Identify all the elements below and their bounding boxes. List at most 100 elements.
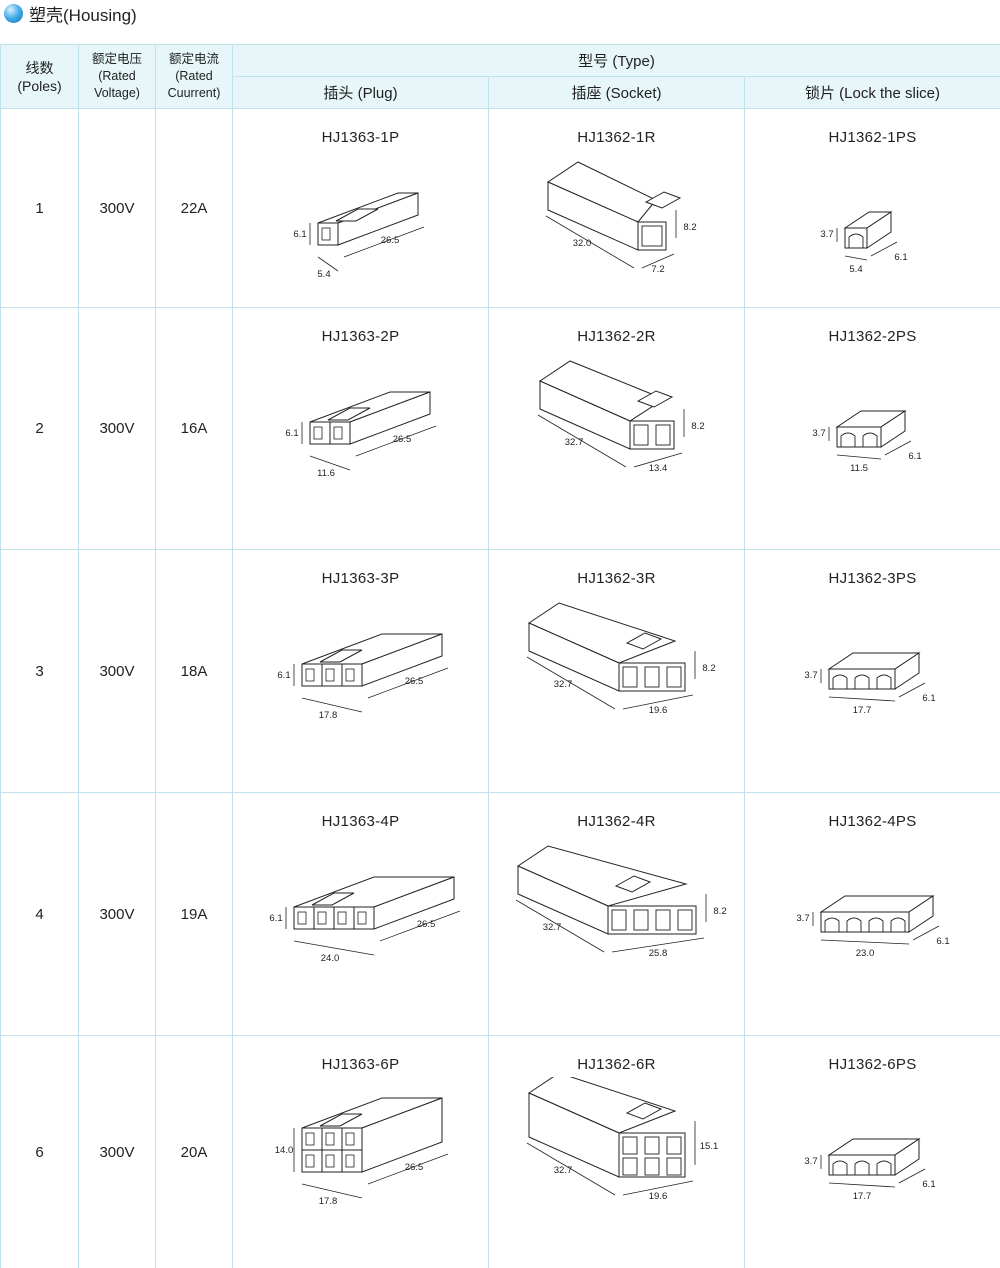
length-dimension-label: 32.7 [542,922,561,933]
plug-terminal-slot [345,1154,354,1168]
lock-slot [876,674,891,689]
lock-slot [890,917,905,932]
lock-slot [862,432,877,447]
plug-terminal-slot [345,668,354,682]
socket-front-face [618,662,685,692]
plug-terminal-slot [305,1154,314,1168]
height-dimension-label: 14.0 [274,1145,293,1156]
lock-slot [840,432,855,447]
height-dimension-label: 8.2 [702,663,715,674]
socket-cavity [666,1157,681,1176]
lock-slot [832,674,847,689]
plug-cavity [353,906,374,930]
length-dimension-label: 32.0 [572,238,591,249]
plug-cavity [321,1149,342,1173]
height-dimension-label: 3.7 [804,1156,817,1167]
socket-front-face [637,221,666,251]
depth-dimension-label: 6.1 [908,451,921,462]
socket-cavity [644,666,659,688]
lock-front-face [828,1154,895,1176]
plug-cavity [313,906,334,930]
lock-model-label: HJ1362-2PS [828,328,917,345]
socket-latch [625,632,662,650]
plug-cavity [341,1127,362,1151]
length-dimension-label: 26.5 [416,919,435,930]
socket-cavity [633,909,648,931]
height-dimension-label: 6.1 [269,913,282,924]
lock-slot [868,917,883,932]
lock-model-label: HJ1362-4PS [828,813,917,830]
length-dimension-label: 32.7 [553,1165,572,1176]
header-poles: 线数 (Poles) [0,44,79,109]
lock-front-face [844,227,867,249]
current-cell: 22A [155,108,233,308]
socket-cavity [666,666,681,688]
plug-cavity [301,1149,322,1173]
width-dimension-label: 25.8 [648,948,667,959]
lock-front-face [836,426,881,448]
dimension-line [367,667,448,699]
width-dimension-label: 11.6 [317,468,335,479]
page-title: 塑壳(Housing) [4,0,137,26]
socket-cavity [644,1136,659,1155]
plug-cavity [329,421,350,445]
header-voltage-en1: (Rated [98,69,136,83]
socket-latch [614,875,651,893]
lock-drawing: 3.717.76.1 [804,652,935,716]
plug-terminal-slot [325,1154,334,1168]
current-cell: 18A [155,549,233,793]
lock-drawing: 3.717.76.1 [804,1138,935,1202]
lock-slot [848,233,863,248]
dimension-line [611,937,704,953]
height-dimension-label: 8.2 [691,421,704,432]
width-dimension-label: 11.5 [850,463,868,474]
plug-latch [327,407,370,421]
length-dimension-label: 26.5 [380,235,399,246]
voltage-cell: 300V [78,307,156,550]
poles-cell: 3 [0,549,79,793]
socket-model-label: HJ1362-2R [577,328,656,345]
height-dimension-label: 3.7 [820,229,833,240]
blue-sphere-icon [4,3,23,23]
dimension-line [367,1153,448,1185]
lock-slot [824,917,839,932]
height-dimension-label: 3.7 [796,913,809,924]
socket-cavity [666,1136,681,1155]
dimension-line [898,682,925,698]
poles-cell: 1 [0,108,79,308]
lock-drawing: 3.723.06.1 [796,895,949,959]
socket-cavity [641,225,662,247]
lock-drawing: 3.75.46.1 [820,211,907,275]
dimension-line [828,696,895,702]
poles-cell: 4 [0,792,79,1036]
height-dimension-label: 8.2 [713,906,726,917]
plug-cavity [341,1149,362,1173]
lock-model-label: HJ1362-3PS [828,570,917,587]
plug-drawing: 6.117.826.5 [277,633,448,721]
plug-cavity [309,421,330,445]
plug-cavity [317,222,338,246]
dimension-line [343,226,424,258]
width-dimension-label: 17.7 [852,705,871,716]
header-current: 额定电流 (Rated Cuurrent) [155,44,233,109]
plug-terminal-slot [297,911,306,925]
plug-cavity [341,663,362,687]
socket-drawing: 8.2 32.7 25.8 [515,845,726,959]
current-cell: 19A [155,792,233,1036]
socket-latch [644,191,681,209]
lock-model-label: HJ1362-1PS [828,129,917,146]
width-dimension-label: 19.6 [648,1191,667,1202]
dimension-line [641,253,674,269]
depth-dimension-label: 6.1 [936,936,949,947]
socket-front-face [629,420,674,450]
width-dimension-label: 17.8 [318,710,337,721]
socket-cavity [644,1157,659,1176]
